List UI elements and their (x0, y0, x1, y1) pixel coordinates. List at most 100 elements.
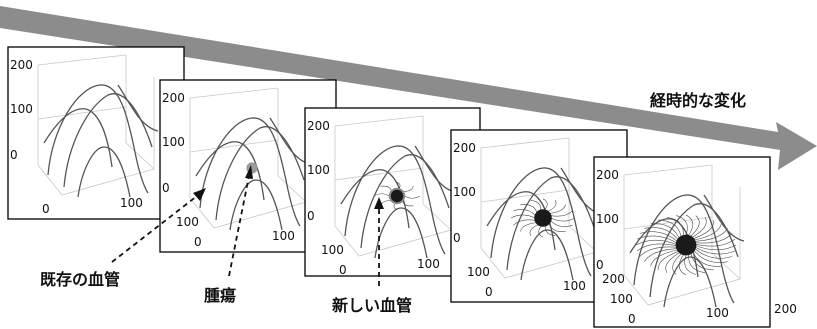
new-vessel-strand (373, 193, 390, 197)
z-tick-label: 200 (162, 91, 185, 105)
tumor-sphere (675, 234, 697, 256)
axis-mid-grid (334, 167, 424, 181)
x-tick-label: 100 (272, 229, 295, 243)
tumor-sphere (534, 209, 552, 227)
axis-top (189, 87, 279, 99)
new-vessel-strand (513, 219, 536, 226)
callout-head-new-vessels (374, 197, 384, 209)
new-vessel-strand (550, 210, 573, 217)
new-vessel-strand (693, 244, 737, 251)
z-tick-label: 200 (307, 119, 330, 133)
x-tick-label: 100 (120, 196, 143, 210)
panels-group: 2001000010020020010000100100200200100001… (7, 46, 797, 328)
vessel-curve (414, 145, 456, 193)
new-vessel-strand (513, 209, 536, 216)
new-vessel-strand (693, 233, 733, 244)
existing-vessels-label: 既存の血管 (40, 270, 120, 289)
callout-head-tumor (245, 165, 253, 179)
vessel-curve (199, 117, 301, 227)
y-tick-label: 0 (628, 312, 636, 326)
axis-mid-grid (37, 106, 127, 120)
z-tick-label: 100 (453, 185, 476, 199)
new-vessel-strand (693, 247, 733, 259)
vessel-curve (703, 194, 745, 242)
vessel-curve (520, 229, 574, 281)
new-vessel-strand (639, 246, 679, 257)
axis-top (334, 115, 424, 127)
z-tick-label: 0 (10, 148, 18, 162)
callout-line-tumor (228, 175, 250, 277)
vessel-curve (43, 108, 113, 168)
axis-top (623, 164, 713, 176)
axis-mid-grid (189, 139, 279, 153)
axis-box (37, 54, 155, 196)
new-vessel-strand (636, 243, 679, 252)
new-vessel-strand (520, 222, 538, 232)
vessel-curve (195, 141, 265, 201)
new-vessel-strand (644, 248, 680, 262)
y-tick-label: 0 (485, 285, 493, 299)
time-arrow-shape (0, 6, 817, 170)
new-vessel-strand (644, 227, 680, 242)
axis-floor (189, 175, 307, 229)
z-tick-label: 200 (453, 141, 476, 155)
vessel-curve (633, 194, 735, 304)
new-vessel-strand (550, 220, 573, 227)
axis-box (623, 164, 741, 306)
new-vessel-strand (692, 248, 728, 263)
axis-top (37, 54, 127, 66)
callout-head-existing-vessels (193, 188, 206, 201)
y-tick-label: 100 (176, 215, 199, 229)
new-vessel-strand (693, 238, 736, 247)
axis-top (480, 137, 570, 149)
axis-floor (480, 225, 598, 279)
x-tick-label: 100 (706, 306, 729, 320)
y-tick-label: 0 (42, 202, 50, 216)
axis-floor (623, 252, 741, 306)
z-tick-label: 0 (596, 258, 604, 272)
new-vessel-strand (692, 228, 728, 242)
new-vessel-strand (690, 220, 715, 240)
new-vessel-strand (402, 186, 414, 192)
new-vessel-strand (636, 235, 679, 245)
tumor-sphere (388, 187, 406, 205)
new-vessel-strand (635, 239, 679, 246)
panel-frame (7, 46, 185, 220)
z-tick-label: 100 (596, 212, 619, 226)
y-tick-label: 0 (194, 235, 202, 249)
y-tick-label: 100 (321, 243, 344, 257)
time-arrow (0, 6, 817, 170)
axis-floor (37, 142, 155, 196)
axis-mid-grid (480, 189, 570, 203)
y-tick-label: 200 (602, 272, 625, 286)
new-vessels-label: 新しい血管 (332, 296, 412, 315)
new-vessel-strand (657, 250, 682, 270)
new-vessel-strand (548, 204, 566, 214)
existing-vessels (43, 84, 159, 198)
callouts (111, 165, 384, 286)
z-tick-label: 100 (307, 163, 330, 177)
y-tick-label: 0 (339, 263, 347, 277)
new-vessel-strand (691, 223, 722, 241)
x-tick-label: 200 (774, 302, 797, 316)
new-vessel-strand (650, 249, 681, 267)
vessel-curve (340, 169, 410, 229)
new-vessel-strand (639, 231, 679, 243)
new-vessel-strand (693, 245, 736, 255)
new-vessel-strand (550, 217, 576, 222)
z-tick-label: 100 (162, 135, 185, 149)
vessel-curve (77, 146, 131, 198)
vessel-curve (47, 84, 149, 194)
vessel-curve (344, 145, 446, 255)
axis-floor (334, 203, 452, 257)
vessel-curve (229, 179, 283, 231)
tumor-label: 腫瘍 (204, 286, 236, 305)
new-vessel-strand (510, 214, 536, 219)
vessel-curve (117, 84, 159, 132)
z-tick-label: 0 (162, 181, 170, 195)
vessel-curve (663, 256, 717, 308)
x-tick-label: 100 (417, 257, 440, 271)
z-tick-label: 0 (307, 209, 315, 223)
